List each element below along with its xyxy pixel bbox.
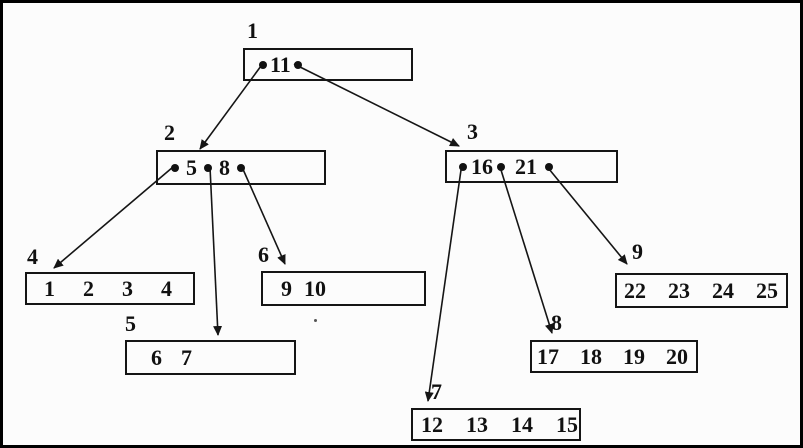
node-key: 12: [421, 411, 443, 437]
node-8-label: 8: [551, 310, 562, 335]
node-key: 9: [281, 275, 292, 301]
btree-node-2: 5 8: [156, 150, 326, 185]
node-key: 14: [511, 411, 533, 437]
edge-3-7: [424, 169, 462, 402]
node-key: 4: [161, 275, 172, 301]
btree-node-5: 6 7: [125, 340, 296, 375]
node-6-label: 6: [258, 242, 269, 267]
node-key: 10: [304, 275, 326, 301]
node-key: 23: [668, 277, 690, 303]
pointer-dot: [545, 162, 553, 171]
pointer-dot: [237, 163, 245, 172]
btree-node-9: 22 23 24 25: [615, 273, 788, 308]
btree-node-7: 12 13 14 15: [411, 408, 581, 441]
edge-3-8: [500, 169, 554, 334]
btree-node-4: 1 2 3 4: [25, 272, 195, 305]
node-key: 6: [151, 344, 162, 370]
node-key: 11: [270, 51, 291, 77]
node-key: 22: [624, 277, 646, 303]
edge-3-9: [548, 168, 628, 265]
pointer-dot: [459, 162, 467, 171]
node-key: 18: [580, 343, 602, 369]
node-key: 20: [666, 343, 688, 369]
node-key: 8: [219, 154, 230, 180]
node-key: 3: [122, 275, 133, 301]
node-key: 16: [471, 153, 493, 179]
node-key: 17: [537, 343, 559, 369]
edge-2-5: [209, 166, 223, 336]
node-key: 7: [181, 344, 192, 370]
node-5-label: 5: [125, 311, 136, 336]
node-key: 19: [623, 343, 645, 369]
pointer-dot: [293, 60, 302, 69]
pointer-dot: [171, 163, 179, 172]
node-key: 5: [186, 154, 197, 180]
node-key: 25: [756, 277, 778, 303]
pointer-dot: [259, 60, 267, 69]
node-4-label: 4: [27, 244, 38, 269]
btree-node-1: 11: [243, 48, 413, 81]
node-key: 21: [515, 153, 537, 179]
node-3-label: 3: [467, 119, 478, 144]
node-key: 1: [44, 275, 55, 301]
stray-ink-dot: [314, 319, 317, 322]
pointer-dot: [497, 162, 505, 171]
node-key: 2: [83, 275, 94, 301]
pointer-dot: [204, 163, 212, 172]
btree-node-3: 16 21: [445, 150, 618, 183]
node-2-label: 2: [164, 120, 175, 145]
node-9-label: 9: [632, 239, 643, 264]
btree-node-6: 9 10: [261, 271, 426, 306]
node-7-label: 7: [431, 379, 442, 404]
node-key: 24: [712, 277, 734, 303]
node-key: 13: [466, 411, 488, 437]
btree-node-8: 17 18 19 20: [530, 340, 698, 373]
node-key: 15: [556, 411, 578, 437]
node-1-label: 1: [247, 18, 258, 43]
